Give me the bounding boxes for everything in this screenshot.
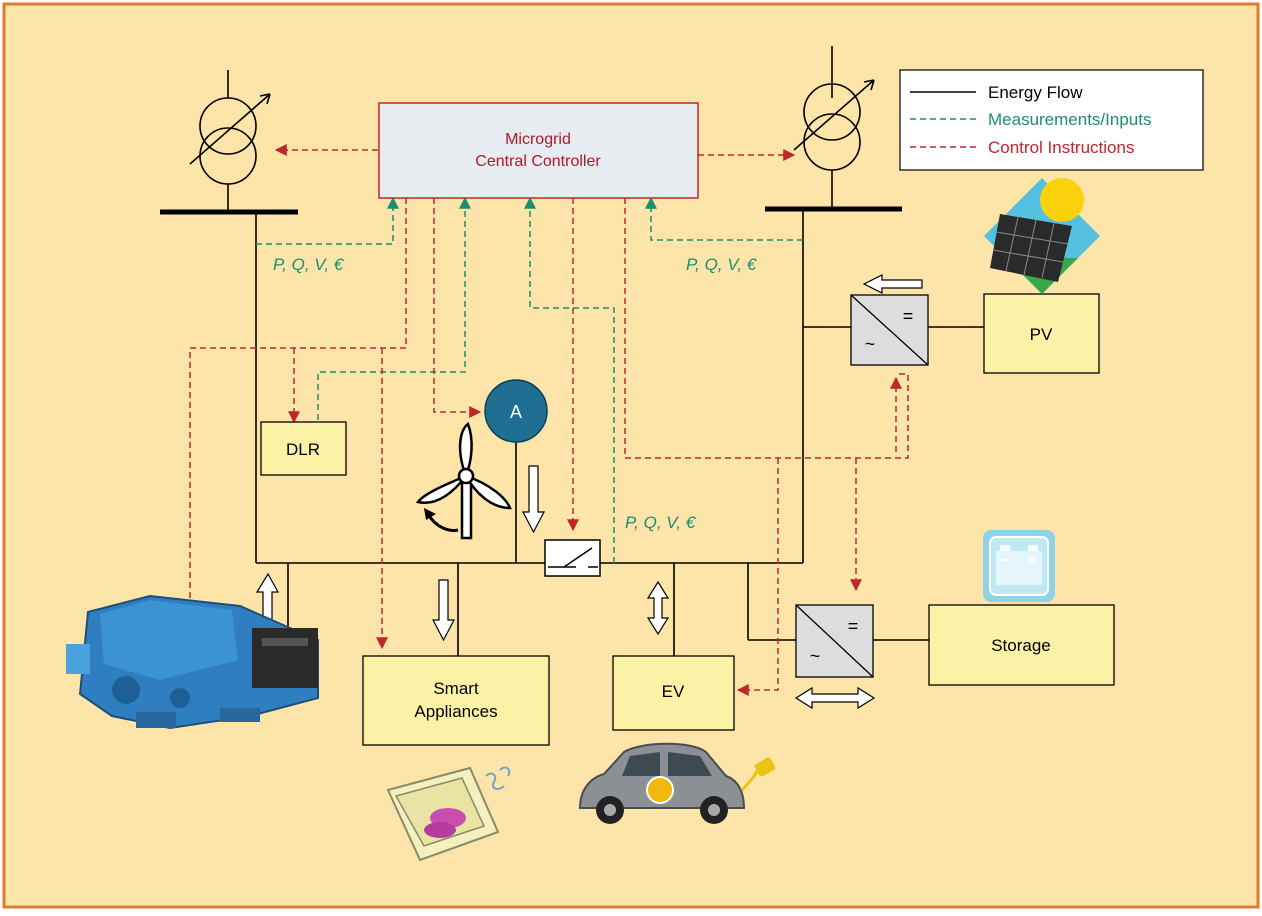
microgrid-central-controller: Microgrid Central Controller <box>378 102 699 199</box>
pv-converter-dc: = <box>903 306 914 326</box>
storage-box: Storage <box>928 604 1115 686</box>
pqv-label-right: P, Q, V, € <box>686 255 758 274</box>
legend-control: Control Instructions <box>988 138 1134 157</box>
flow-arrow-left-pv <box>862 274 923 294</box>
pqv-label-left: P, Q, V, € <box>273 255 345 274</box>
switch-icon <box>544 539 601 577</box>
smart-appliances-label-line1: Smart <box>433 679 479 698</box>
dlr-box: DLR <box>260 421 347 476</box>
battery-icon <box>983 530 1055 602</box>
pv-box: PV <box>983 293 1100 374</box>
storage-converter-dc: = <box>848 616 859 636</box>
flow-arrow-down-wind <box>522 465 545 534</box>
storage-label: Storage <box>991 636 1051 655</box>
diesel-generator-icon <box>66 594 319 730</box>
dlr-label: DLR <box>286 440 320 459</box>
pv-converter: = ~ <box>850 294 929 366</box>
flow-arrow-down-appliances <box>432 579 455 642</box>
legend: Energy Flow Measurements/Inputs Control … <box>899 69 1204 171</box>
solar-panel-icon <box>984 178 1100 294</box>
measurement-lines <box>256 196 803 563</box>
energy-flow-lines <box>255 209 984 656</box>
pqv-label-center: P, Q, V, € <box>625 513 697 532</box>
legend-measurements: Measurements/Inputs <box>988 110 1151 129</box>
power-flow-arrows <box>255 274 923 710</box>
pv-label: PV <box>1030 325 1053 344</box>
ev-box: EV <box>612 655 735 731</box>
smart-appliances-box: Smart Appliances <box>362 655 550 746</box>
smart-appliances-label-line2: Appliances <box>414 702 497 721</box>
flow-arrow-bidirectional-storage <box>794 686 876 710</box>
pv-converter-ac: ~ <box>865 334 876 354</box>
storage-converter-ac: ~ <box>810 646 821 666</box>
ev-label: EV <box>662 682 685 701</box>
flow-arrow-bidirectional-ev <box>646 580 670 636</box>
control-lines <box>184 144 909 696</box>
legend-energy-flow: Energy Flow <box>988 83 1083 102</box>
transformer-left-icon <box>189 70 271 210</box>
wind-turbine-icon <box>415 421 512 540</box>
electric-car-icon <box>578 742 776 824</box>
storage-converter: = ~ <box>795 604 874 678</box>
controller-title-line1: Microgrid <box>505 131 571 148</box>
controller-title-line2: Central Controller <box>475 153 601 170</box>
dishwasher-icon <box>386 766 511 862</box>
ammeter-icon: A <box>484 379 548 443</box>
ammeter-label: A <box>510 402 522 422</box>
transformer-right-icon <box>793 46 875 208</box>
